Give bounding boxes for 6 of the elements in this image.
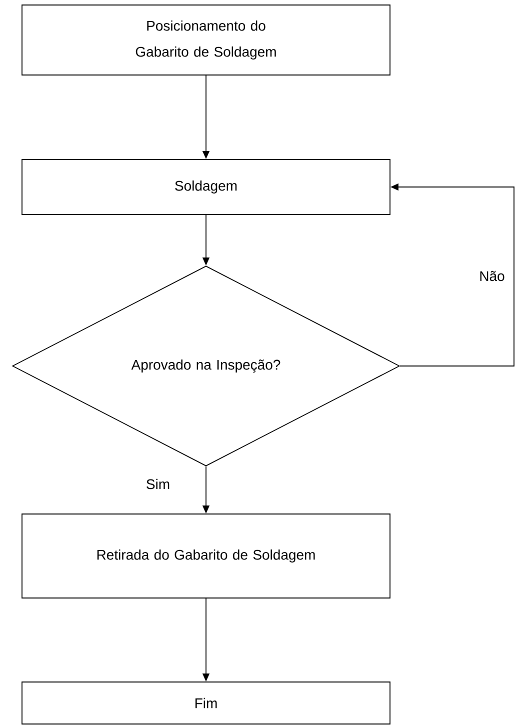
process-box: Fim: [22, 682, 390, 724]
process-box: Soldagem: [22, 159, 390, 215]
edge-label: Sim: [144, 478, 172, 490]
process-box: Retirada do Gabarito de Soldagem: [22, 514, 390, 598]
process-box: Posicionamento do Gabarito de Soldagem: [22, 4, 390, 76]
edge-label: Não: [478, 270, 506, 282]
